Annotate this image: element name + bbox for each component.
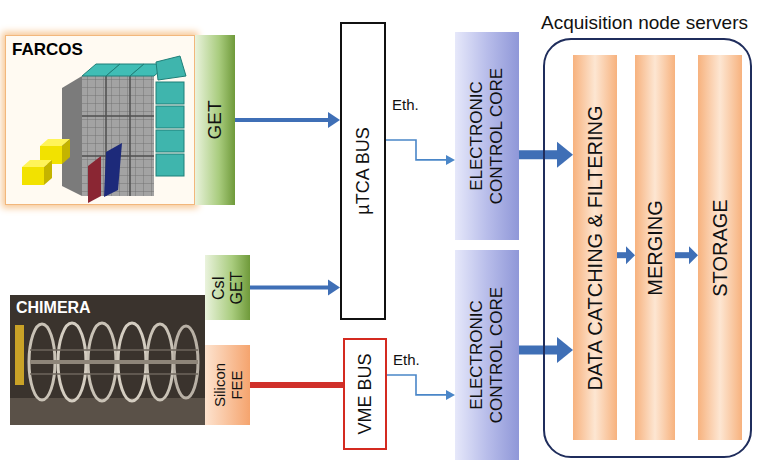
arrowhead <box>626 246 635 264</box>
process-band: STORAGE <box>698 55 742 440</box>
panel-label: CHIMERA <box>16 299 91 317</box>
connector-line <box>250 286 328 290</box>
edge-label: Eth. <box>393 351 420 368</box>
yellow-block <box>62 139 70 164</box>
control-box: ELECTRONIC CONTROL CORE <box>455 32 519 240</box>
arrowhead <box>446 155 455 165</box>
connector <box>250 280 340 296</box>
box-label: µTCA BUS <box>353 36 374 306</box>
process-band: DATA CATCHING & FILTERING <box>573 55 617 440</box>
electronics-box: CsI GET <box>205 255 250 320</box>
photo-floor <box>10 398 205 425</box>
teal-tile <box>156 82 184 104</box>
bus-box: VME BUS <box>343 338 387 450</box>
red-plate <box>88 156 101 203</box>
box-label: ELECTRONIC CONTROL CORE <box>467 280 506 430</box>
teal-tile <box>156 56 186 80</box>
arrowhead <box>557 142 573 168</box>
panel-label: FARCOS <box>12 40 83 60</box>
box-label: Silicon FEE <box>210 354 245 416</box>
arrowhead <box>689 246 698 264</box>
connector <box>386 140 455 165</box>
connector-line <box>519 150 557 159</box>
beam-pipe <box>30 360 198 364</box>
bus-box: µTCA BUS <box>340 22 386 320</box>
teal-tile <box>156 130 184 152</box>
farcos-illustration <box>5 35 195 205</box>
yellow-frame <box>15 325 24 385</box>
box-label: CsI GET <box>209 268 246 308</box>
teal-tile <box>156 106 184 128</box>
box-label: MERGING <box>644 63 667 433</box>
teal-tile <box>156 154 184 176</box>
arrowhead <box>446 390 455 400</box>
connector <box>519 142 573 168</box>
box-label: GET <box>204 45 226 195</box>
detector-panel: FARCOS <box>5 35 195 205</box>
box-label: VME BUS <box>355 344 376 444</box>
box-label: ELECTRONIC CONTROL CORE <box>467 61 506 211</box>
arrowhead <box>328 112 340 128</box>
blue-plate <box>104 143 122 197</box>
connector <box>387 375 455 400</box>
connector <box>617 246 635 264</box>
group-heading: Acquisition node servers <box>541 12 748 34</box>
connector-line <box>250 382 343 388</box>
connector <box>675 246 698 264</box>
connector <box>235 112 340 128</box>
detector-panel: CHIMERA <box>10 295 205 425</box>
connector-line <box>387 375 446 395</box>
connector <box>250 385 343 386</box>
arrowhead <box>557 337 573 363</box>
box-label: STORAGE <box>709 63 732 433</box>
connector-line <box>675 252 689 258</box>
yellow-block <box>44 160 52 185</box>
connector-line <box>519 345 557 354</box>
electronics-box: GET <box>195 35 235 205</box>
connector-line <box>235 118 328 122</box>
process-band: MERGING <box>635 55 675 440</box>
connector-line <box>617 252 626 258</box>
yellow-block <box>22 167 44 185</box>
photo-ground <box>5 35 195 205</box>
arrowhead <box>328 280 340 296</box>
electronics-box: Silicon FEE <box>205 345 250 425</box>
server-group: Acquisition node serversDATA CATCHING & … <box>543 38 752 458</box>
control-box: ELECTRONIC CONTROL CORE <box>455 250 519 460</box>
edge-label: Eth. <box>392 96 419 113</box>
connector <box>519 337 573 363</box>
chimera-photo <box>10 295 205 425</box>
support-bar <box>30 350 198 374</box>
photo-ground <box>10 295 205 425</box>
cube-side <box>62 76 82 196</box>
box-label: DATA CATCHING & FILTERING <box>584 63 607 433</box>
connector-line <box>386 140 446 160</box>
